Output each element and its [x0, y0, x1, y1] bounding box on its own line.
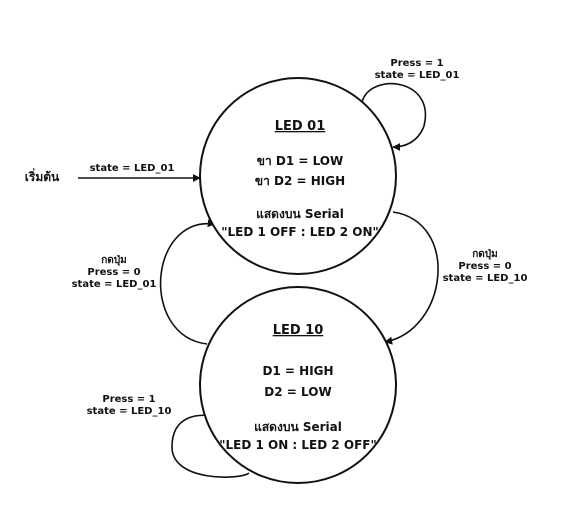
- self-loop-led01-label-line1: Press = 1: [390, 58, 443, 69]
- state-led01-circle: [199, 77, 397, 275]
- state-led10-line4: "LED 1 ON : LED 2 OFF": [219, 438, 377, 452]
- led01-to-led10-label-line3: state = LED_10: [443, 273, 528, 284]
- led01-to-led10-label-line2: Press = 0: [458, 261, 511, 272]
- state-led01-line2: ขา D2 = HIGH: [255, 174, 345, 188]
- self-loop-led10-arrow: [171, 410, 250, 478]
- state-led01-line4: "LED 1 OFF : LED 2 ON": [221, 225, 379, 239]
- led10-to-led01-label-line2: Press = 0: [87, 267, 140, 278]
- state-led10-line3: แสดงบน Serial: [254, 420, 342, 434]
- state-led10-line2: D2 = LOW: [264, 385, 331, 399]
- state-led10: LED 10 D1 = HIGH D2 = LOW แสดงบน Serial …: [199, 286, 397, 484]
- state-led01-title: LED 01: [275, 119, 326, 134]
- self-loop-led01-label-line2: state = LED_01: [375, 70, 460, 81]
- self-loop-led10-label-line2: state = LED_10: [87, 406, 172, 417]
- led10-to-led01-arrow: [159, 219, 216, 345]
- state-led10-circle: [199, 286, 397, 484]
- state-led01-line1: ขา D1 = LOW: [257, 154, 344, 168]
- start-transition-label: state = LED_01: [90, 163, 175, 174]
- self-loop-led01-arrow: [361, 82, 427, 151]
- self-loop-led10-label-line1: Press = 1: [102, 394, 155, 405]
- led01-to-led10-label-line1: กดปุ่ม: [472, 248, 498, 260]
- state-led01-line3: แสดงบน Serial: [256, 207, 344, 221]
- state-led01: LED 01 ขา D1 = LOW ขา D2 = HIGH แสดงบน S…: [199, 77, 397, 275]
- led01-to-led10-arrow: [384, 211, 439, 345]
- led10-to-led01-label-line3: state = LED_01: [72, 279, 157, 290]
- start-label: เริ่มต้น: [25, 168, 60, 184]
- state-led10-title: LED 10: [273, 323, 324, 338]
- state-led10-line1: D1 = HIGH: [262, 364, 333, 378]
- led10-to-led01-label-line1: กดปุ่ม: [101, 254, 127, 266]
